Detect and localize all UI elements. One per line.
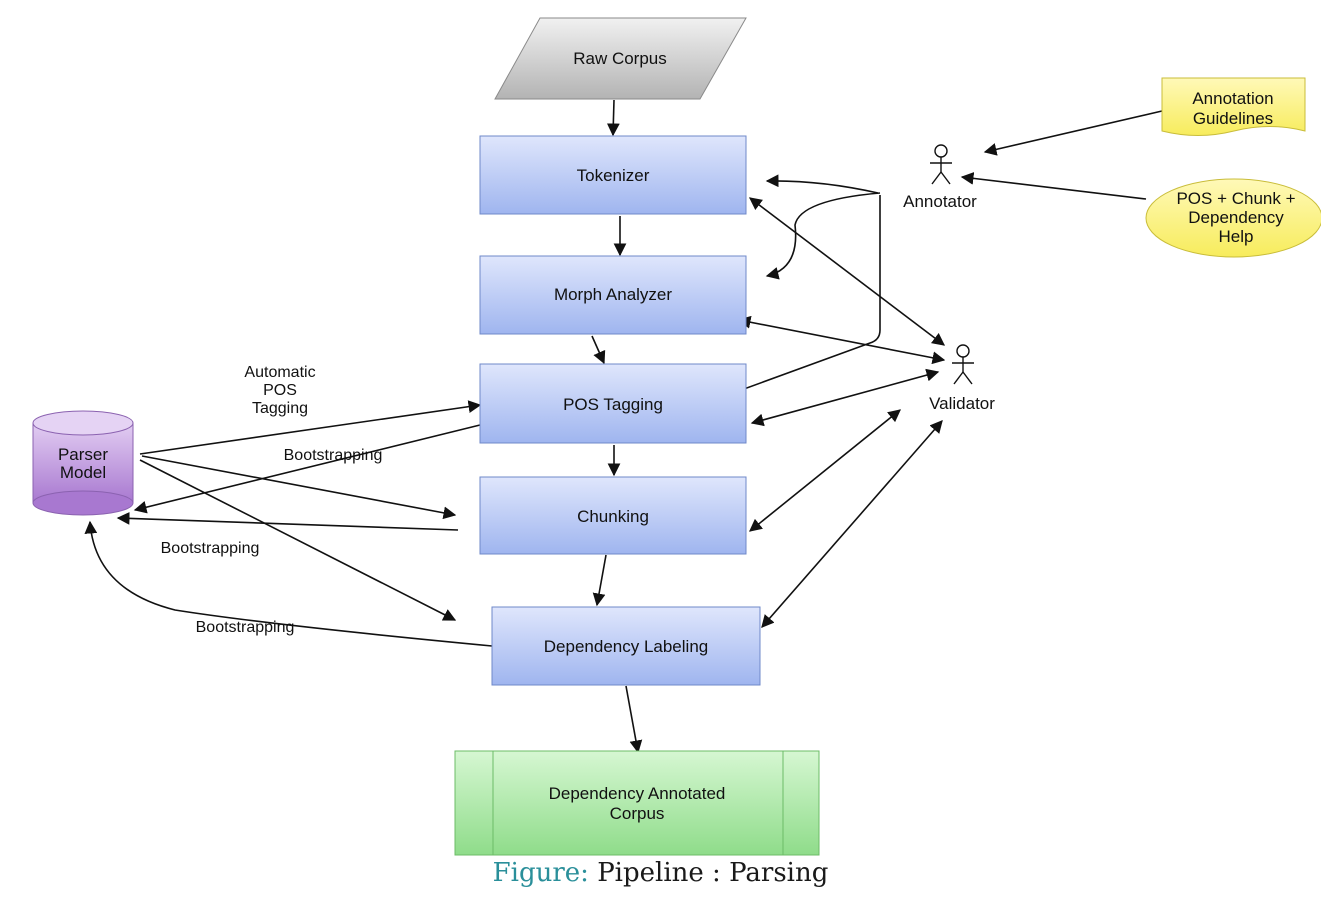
help-label-line2: Dependency [1188,208,1284,227]
morph-analyzer-label: Morph Analyzer [554,285,672,304]
tokenizer-label: Tokenizer [577,166,650,185]
stick-figure-icon [952,344,974,385]
figure-caption: Figure: Pipeline : Parsing [0,858,1321,888]
edge-validator-morph [737,315,946,365]
annotated-corpus-label-line1: Dependency Annotated [549,784,726,803]
edges [84,99,1163,754]
parser-model-label-line2: Model [60,463,106,482]
annotator-actor: Annotator [903,144,977,211]
edge-labels: Automatic POS Tagging Bootstrapping Boot… [161,364,383,636]
edge-validator-dependency [761,420,943,628]
annotation-guidelines-node: Annotation Guidelines [1161,77,1306,136]
annotated-corpus-label-line2: Corpus [610,804,665,823]
pos-chunk-dependency-help-node: POS + Chunk + Dependency Help [1145,178,1321,258]
automatic-pos-label-line3: Tagging [252,400,308,417]
edge-help-to-annotator [960,172,1147,200]
chunking-node: Chunking [479,476,747,555]
edge-validator-chunking [749,409,901,532]
caption-text: Pipeline : Parsing [597,858,829,888]
pos-tagging-node: POS Tagging [479,363,747,444]
edge-dependency-to-corpus [625,685,643,754]
stick-figure-icon [930,144,952,185]
edge-dependency-to-parser [84,520,493,647]
dependency-labeling-label: Dependency Labeling [544,637,708,656]
annotation-guidelines-label-line2: Guidelines [1193,109,1273,128]
edge-pos-to-parser [133,424,481,514]
automatic-pos-label-line1: Automatic [244,364,315,381]
bootstrapping-pos-label: Bootstrapping [284,447,383,464]
raw-corpus-node: Raw Corpus [494,17,747,100]
pos-tagging-label: POS Tagging [563,395,663,414]
raw-corpus-label: Raw Corpus [573,49,667,68]
help-label-line3: Help [1219,227,1254,246]
dependency-labeling-node: Dependency Labeling [491,606,761,686]
edge-annotator-to-morph [765,192,881,280]
help-label-line1: POS + Chunk + [1176,189,1295,208]
annotation-guidelines-label-line1: Annotation [1192,89,1273,108]
bootstrapping-chunking-label: Bootstrapping [161,540,260,557]
edge-validator-pos [750,368,940,427]
tokenizer-node: Tokenizer [479,135,747,215]
edge-chunking-to-dependency [592,554,607,607]
bootstrapping-dependency-label: Bootstrapping [196,619,295,636]
morph-analyzer-node: Morph Analyzer [479,255,747,335]
annotated-corpus-node: Dependency Annotated Corpus [454,750,820,856]
validator-label: Validator [929,394,995,413]
edge-raw-to-tokenizer [606,99,620,137]
edge-chunking-to-parser [116,512,459,531]
edge-morph-to-pos [591,335,606,365]
edge-parser-to-dependency [139,459,457,621]
edge-annotator-to-tokenizer [765,174,879,194]
parser-model-label-line1: Parser [58,445,108,464]
edge-guidelines-to-annotator [983,110,1163,156]
edge-parser-to-pos [139,400,482,455]
validator-actor: Validator [929,344,995,413]
edge-parser-to-chunking [141,455,457,520]
chunking-label: Chunking [577,507,649,526]
caption-prefix: Figure: [492,858,589,888]
annotator-label: Annotator [903,192,977,211]
automatic-pos-label-line2: POS [263,382,297,399]
parser-model-node: Parser Model [32,410,134,516]
